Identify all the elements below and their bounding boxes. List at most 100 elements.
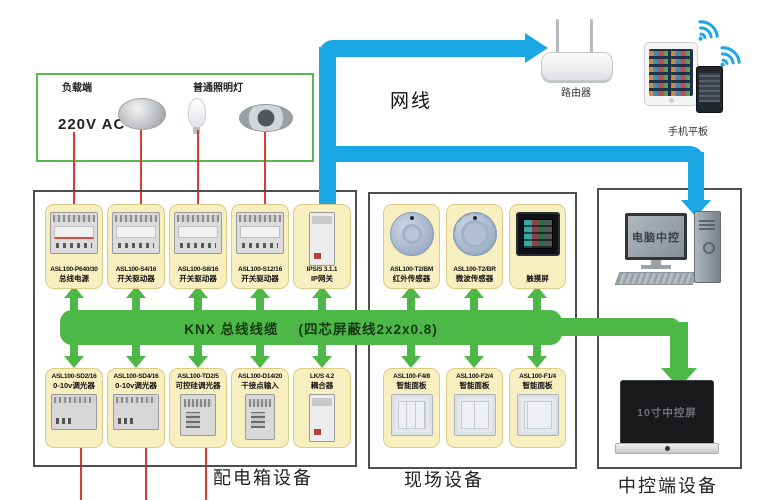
device-label: ASL100-T2/BM 红外传感器 [389, 265, 434, 284]
touch-screen-icon [515, 212, 560, 256]
card-coupler: LK/S 4.2 耦合器 [293, 368, 351, 448]
knx-arrow-down [250, 356, 270, 368]
dimmer-module-icon [51, 394, 97, 431]
downlight-icon [239, 104, 293, 132]
card-microwave-sensor: ASL100-T2/BR 微波传感器 [446, 204, 503, 289]
card-switch-driver-4: ASL100-S4/16 开关驱动器 [107, 204, 165, 289]
bulb-lamp-icon [188, 98, 206, 134]
device-label: 触摸屏 [526, 274, 549, 284]
smart-panel-icon [390, 394, 433, 437]
scr-dimmer-module-icon [180, 394, 216, 437]
device-label: ASL100-S12/16 开关驱动器 [237, 265, 282, 284]
knx-stub [533, 297, 541, 312]
knx-stub [132, 344, 140, 357]
card-panel-f2: ASL100-F2/4 智能面板 [446, 368, 503, 448]
switch-driver-module-icon [236, 212, 284, 254]
card-bus-power: ASL100-P640/30 总线电源 [45, 204, 103, 289]
mobile-label: 手机平板 [668, 127, 708, 138]
knx-arrow-up [126, 286, 146, 298]
card-switch-driver-8: ASL100-S8/16 开关驱动器 [169, 204, 227, 289]
knx-arrow-down [312, 356, 332, 368]
device-label: ASL100-T2/BR 微波传感器 [453, 265, 496, 284]
knx-bus-label: KNX 总线线缆 [184, 321, 279, 337]
network-cable-riser [319, 47, 336, 223]
router-label: 路由器 [561, 88, 591, 99]
lighting-label: 普通照明灯 [193, 83, 243, 94]
power-wire [197, 130, 199, 218]
control-screen-label: 10寸中控屏 [637, 407, 697, 419]
smart-panel-icon [516, 394, 559, 437]
knx-arrow-down [126, 356, 146, 368]
knx-bus-bar: KNX 总线线缆 (四芯屏蔽线2x2x0.8) [60, 310, 562, 345]
device-label: ASL100-F4/8 智能面板 [393, 373, 430, 391]
control-screen-base-icon [615, 443, 719, 454]
knx-arrow-up [527, 286, 547, 298]
voltage-label: 220V AC [58, 116, 126, 133]
device-label: ASL100-S4/16 开关驱动器 [115, 265, 157, 284]
device-label: ASL100-D14/20 干接点输入 [237, 373, 283, 391]
card-dimmer-td2: ASL100-TD2/5 可控硅调光器 [169, 368, 227, 448]
field-title: 现场设备 [404, 470, 484, 490]
pc-monitor-icon: 电脑中控 [625, 213, 687, 260]
knx-extension-drop [670, 322, 688, 372]
network-cable-top [319, 40, 528, 57]
router-antenna-icon [590, 19, 593, 54]
dry-contact-module-icon [245, 394, 275, 441]
wifi-icon [720, 46, 741, 67]
device-label: ASL100-TD2/5 可控硅调光器 [175, 373, 221, 391]
knx-stub [470, 297, 478, 312]
knx-stub [256, 297, 264, 312]
bus-power-module-icon [50, 212, 98, 254]
power-wire [264, 132, 266, 218]
knx-arrow-down [464, 356, 484, 368]
device-label: ASL100-F1/4 智能面板 [519, 373, 556, 391]
switch-driver-module-icon [112, 212, 160, 254]
device-label: ASL100-P640/30 总线电源 [50, 265, 98, 284]
knx-stub [194, 297, 202, 312]
wifi-icon [698, 20, 719, 41]
dimmer-module-icon [113, 394, 159, 431]
knx-stub [533, 344, 541, 357]
ip-gateway-module-icon [309, 212, 335, 266]
keyboard-icon [614, 272, 698, 285]
knx-stub [70, 297, 78, 312]
phone-icon [696, 66, 723, 113]
knx-stub [132, 297, 140, 312]
knx-arrow-up [188, 286, 208, 298]
ir-sensor-icon [389, 212, 434, 256]
card-dimmer-sd4: ASL100-SD4/16 0-10v调光器 [107, 368, 165, 448]
control-screen-icon: 10寸中控屏 [620, 380, 714, 445]
knx-stub [470, 344, 478, 357]
load-label: 负载端 [62, 83, 92, 94]
tablet-icon [644, 42, 698, 106]
card-panel-f4: ASL100-F4/8 智能面板 [383, 368, 440, 448]
smart-panel-icon [453, 394, 496, 437]
knx-stub [318, 297, 326, 312]
network-cable-drop [688, 152, 704, 202]
knx-stub [70, 344, 78, 357]
monitor-base-icon [641, 265, 671, 269]
network-cable-mid [327, 146, 704, 162]
device-label: IPS/S 3.1.1 IP网关 [306, 265, 338, 284]
central-title: 中控端设备 [618, 476, 718, 496]
knx-arrow-up [250, 286, 270, 298]
knx-arrow-up [312, 286, 332, 298]
knx-arrow-down [527, 356, 547, 368]
card-dry-contact: ASL100-D14/20 干接点输入 [231, 368, 289, 448]
card-touch-screen: 触摸屏 [509, 204, 566, 289]
power-wire [73, 132, 75, 218]
knx-arrow-down [64, 356, 84, 368]
card-dimmer-sd2: ASL100-SD2/16 0-10v调光器 [45, 368, 103, 448]
microwave-sensor-icon [452, 212, 497, 256]
knx-arrow-up [464, 286, 484, 298]
router-antenna-icon [556, 19, 559, 54]
card-ip-gateway: IPS/S 3.1.1 IP网关 [293, 204, 351, 289]
distribution-title: 配电箱设备 [213, 468, 313, 488]
knx-stub [407, 297, 415, 312]
load-box [36, 73, 314, 162]
knx-stub [256, 344, 264, 357]
network-cable-label: 网线 [390, 91, 433, 112]
pc-screen-label: 电脑中控 [628, 216, 684, 257]
knx-extension [558, 318, 680, 336]
